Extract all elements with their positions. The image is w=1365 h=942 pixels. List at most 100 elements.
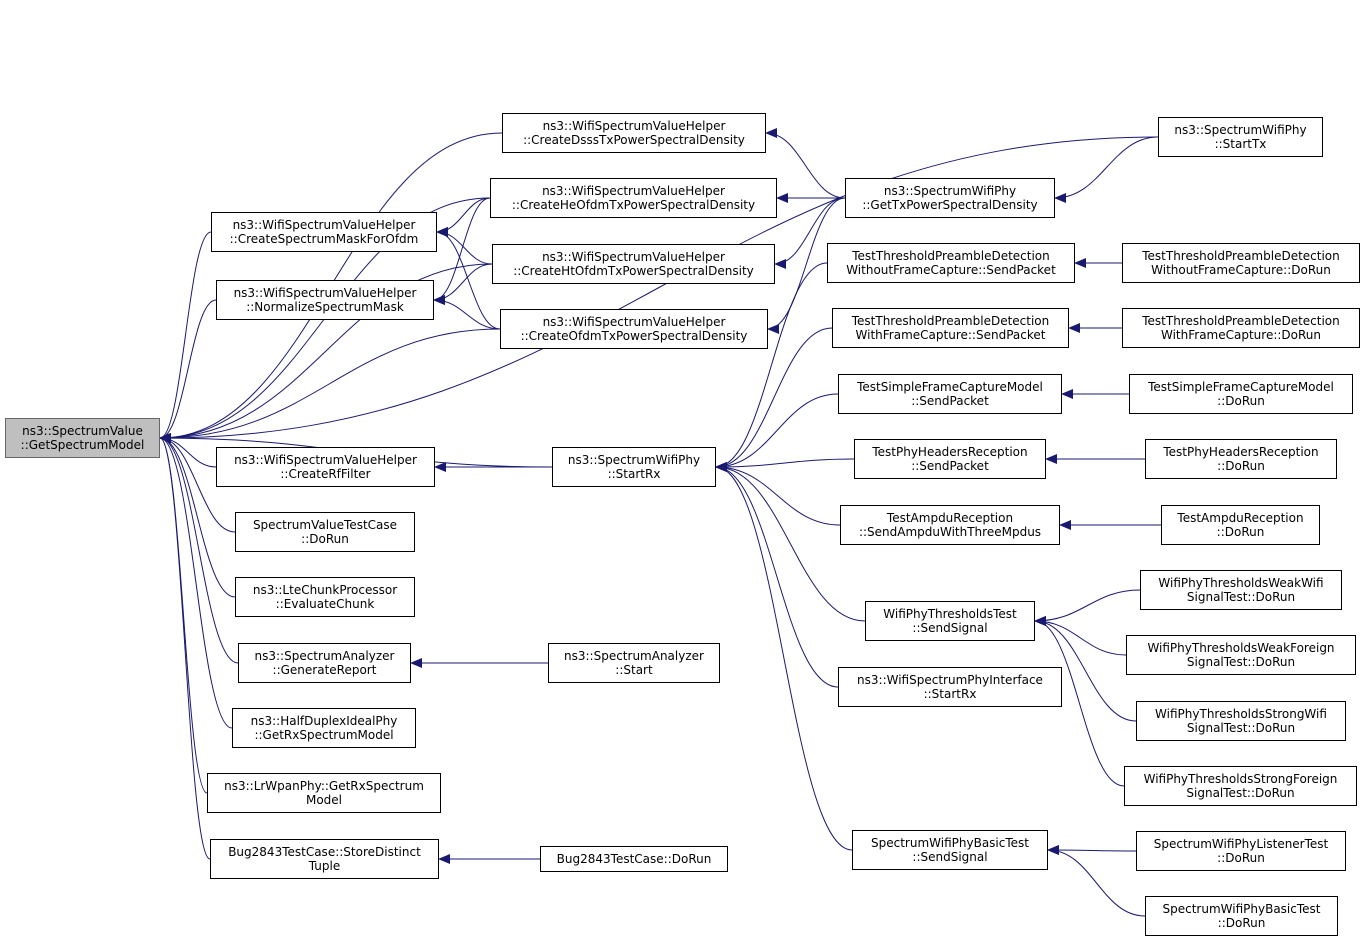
node-wifi-spectrum-phy-interface-start-rx[interactable]: ns3::WifiSpectrumPhyInterface ::StartRx	[838, 667, 1062, 707]
node-bug2843-do-run[interactable]: Bug2843TestCase::DoRun	[540, 846, 728, 872]
node-spectrum-wifi-phy-listener-test-do-run[interactable]: SpectrumWifiPhyListenerTest ::DoRun	[1136, 831, 1346, 871]
edge-bugStore-to-root	[159, 433, 211, 860]
node-lte-chunk-processor-evaluate-chunk[interactable]: ns3::LteChunkProcessor ::EvaluateChunk	[235, 577, 415, 617]
node-line2: ::CreateHeOfdmTxPowerSpectralDensity	[511, 198, 756, 212]
node-line2: ::SendPacket	[911, 459, 989, 473]
node-line1: TestAmpduReception	[886, 511, 1014, 525]
edge-getTxPsd-to-ofdm	[767, 197, 846, 334]
node-line2: ::DoRun	[1217, 394, 1265, 408]
edge-htOfdm-to-root	[159, 263, 493, 443]
node-line2: WithoutFrameCapture::SendPacket	[846, 263, 1056, 277]
node-line2: ::EvaluateChunk	[275, 597, 375, 611]
edge-analyzerReport-to-root	[159, 433, 239, 664]
node-create-he-ofdm-tx-power-spectral-density[interactable]: ns3::WifiSpectrumValueHelper ::CreateHeO…	[490, 178, 777, 218]
edge-phyInterfaceStartRx-to-startRx	[715, 462, 839, 688]
edge-ofdm-to-createSpectrumMask	[436, 227, 501, 330]
node-test-ampdu-reception-send[interactable]: TestAmpduReception ::SendAmpduWithThreeM…	[840, 505, 1060, 545]
node-test-phy-headers-reception-do-run[interactable]: TestPhyHeadersReception ::DoRun	[1145, 439, 1337, 479]
node-test-ampdu-reception-do-run[interactable]: TestAmpduReception ::DoRun	[1161, 505, 1320, 545]
node-line2: WithFrameCapture::DoRun	[1160, 328, 1322, 342]
node-line1: ns3::SpectrumAnalyzer	[254, 649, 395, 663]
node-line1: SpectrumValueTestCase	[252, 518, 398, 532]
node-line1: WifiPhyThresholdsStrongForeign	[1143, 772, 1338, 786]
node-line2: ::SendSignal	[912, 850, 988, 864]
node-line1: ns3::SpectrumWifiPhy	[567, 453, 701, 467]
node-line1: ns3::WifiSpectrumValueHelper	[234, 453, 417, 467]
node-line2: ::CreateHtOfdmTxPowerSpectralDensity	[513, 264, 754, 278]
node-line1: ns3::SpectrumWifiPhy	[1174, 123, 1307, 137]
edge-ampduSend-to-startRx	[715, 462, 841, 526]
node-line1: ns3::SpectrumAnalyzer	[564, 649, 704, 663]
node-line1: WifiPhyThresholdsWeakWifi	[1158, 576, 1324, 590]
node-spectrum-value-get-spectrum-model[interactable]: ns3::SpectrumValue ::GetSpectrumModel	[5, 418, 160, 458]
edge-listenerDoRun-to-basicSend	[1047, 845, 1137, 856]
node-line1: ns3::WifiSpectrumPhyInterface	[857, 673, 1043, 687]
node-test-threshold-preamble-detection-without-do-run[interactable]: TestThresholdPreambleDetection WithoutFr…	[1122, 243, 1360, 283]
node-line2: WithFrameCapture::SendPacket	[855, 328, 1046, 342]
edge-startTx-to-getTxPsd	[1054, 136, 1159, 203]
node-create-spectrum-mask-for-ofdm[interactable]: ns3::WifiSpectrumValueHelper ::CreateSpe…	[211, 212, 437, 252]
node-test-simple-frame-capture-send-packet[interactable]: TestSimpleFrameCaptureModel ::SendPacket	[838, 374, 1062, 414]
node-line2: WithoutFrameCapture::DoRun	[1151, 263, 1331, 277]
node-lr-wpan-phy-get-rx-spectrum-model[interactable]: ns3::LrWpanPhy::GetRxSpectrum Model	[207, 773, 441, 813]
node-line2: ::DoRun	[1217, 916, 1266, 930]
node-test-phy-headers-reception-send-packet[interactable]: TestPhyHeadersReception ::SendPacket	[854, 439, 1046, 479]
node-line2: ::GetSpectrumModel	[20, 438, 145, 452]
node-line2: SignalTest::DoRun	[1186, 655, 1296, 669]
node-create-ofdm-tx-power-spectral-density[interactable]: ns3::WifiSpectrumValueHelper ::CreateOfd…	[500, 309, 768, 349]
node-line1: ns3::HalfDuplexIdealPhy	[250, 714, 398, 728]
node-line1: WifiPhyThresholdsStrongWifi	[1155, 707, 1327, 721]
node-test-threshold-preamble-detection-with-do-run[interactable]: TestThresholdPreambleDetection WithFrame…	[1122, 308, 1360, 348]
node-bug2843-store-distinct-tuple[interactable]: Bug2843TestCase::StoreDistinct Tuple	[210, 839, 439, 879]
node-line1: Bug2843TestCase::StoreDistinct	[228, 845, 421, 859]
edge-heOfdm-to-normalizeMask	[433, 197, 491, 305]
edge-startTx-to-root	[159, 136, 1159, 443]
node-create-dsss-tx-power-spectral-density[interactable]: ns3::WifiSpectrumValueHelper ::CreateDss…	[502, 113, 766, 153]
node-weak-wifi-signal-test-do-run[interactable]: WifiPhyThresholdsWeakWifi SignalTest::Do…	[1140, 570, 1342, 610]
node-test-threshold-preamble-detection-with-send-packet[interactable]: TestThresholdPreambleDetection WithFrame…	[832, 308, 1069, 348]
node-spectrum-wifi-phy-basic-test-send-signal[interactable]: SpectrumWifiPhyBasicTest ::SendSignal	[852, 830, 1048, 870]
node-line1: TestAmpduReception	[1177, 511, 1304, 525]
node-test-simple-frame-capture-do-run[interactable]: TestSimpleFrameCaptureModel ::DoRun	[1129, 374, 1353, 414]
node-line1: WifiPhyThresholdsTest	[883, 607, 1017, 621]
node-line2: ::Start	[615, 663, 653, 677]
node-line2: ::DoRun	[1216, 525, 1265, 539]
node-spectrum-analyzer-start[interactable]: ns3::SpectrumAnalyzer ::Start	[548, 643, 720, 683]
node-strong-foreign-signal-test-do-run[interactable]: WifiPhyThresholdsStrongForeign SignalTes…	[1124, 766, 1357, 806]
edge-normalizeMask-to-root	[159, 299, 217, 443]
node-normalize-spectrum-mask[interactable]: ns3::WifiSpectrumValueHelper ::Normalize…	[216, 280, 434, 320]
node-line1: ns3::LteChunkProcessor	[252, 583, 398, 597]
node-spectrum-analyzer-generate-report[interactable]: ns3::SpectrumAnalyzer ::GenerateReport	[238, 643, 411, 683]
node-weak-foreign-signal-test-do-run[interactable]: WifiPhyThresholdsWeakForeign SignalTest:…	[1126, 635, 1356, 675]
edge-basicDoRun-to-basicSend	[1047, 845, 1146, 917]
node-get-tx-power-spectral-density[interactable]: ns3::SpectrumWifiPhy ::GetTxPowerSpectra…	[845, 178, 1055, 218]
edge-weakForeign-to-thrSend	[1034, 616, 1127, 656]
node-line2: ::CreateOfdmTxPowerSpectralDensity	[520, 329, 748, 343]
node-wifi-phy-thresholds-test-send-signal[interactable]: WifiPhyThresholdsTest ::SendSignal	[865, 601, 1035, 641]
node-strong-wifi-signal-test-do-run[interactable]: WifiPhyThresholdsStrongWifi SignalTest::…	[1136, 701, 1346, 741]
node-line1: ns3::WifiSpectrumValueHelper	[542, 250, 725, 264]
node-create-rf-filter[interactable]: ns3::WifiSpectrumValueHelper ::CreateRfF…	[216, 447, 435, 487]
node-line1: TestThresholdPreambleDetection	[1142, 249, 1340, 263]
edge-getTxPsd-to-dsss	[765, 128, 846, 199]
edge-tpdWithoutSend-to-startRx	[715, 262, 828, 472]
node-spectrum-value-test-case-do-run[interactable]: SpectrumValueTestCase ::DoRun	[235, 512, 415, 552]
node-spectrum-wifi-phy-start-rx[interactable]: ns3::SpectrumWifiPhy ::StartRx	[552, 447, 716, 487]
edge-htOfdm-to-createSpectrumMask	[436, 227, 493, 265]
edge-halfDuplex-to-root	[159, 433, 233, 729]
node-spectrum-wifi-phy-basic-test-do-run[interactable]: SpectrumWifiPhyBasicTest ::DoRun	[1145, 896, 1338, 936]
node-line2: ::GetTxPowerSpectralDensity	[862, 198, 1038, 212]
node-line1: TestThresholdPreambleDetection	[851, 314, 1050, 328]
node-line2: ::CreateSpectrumMaskForOfdm	[229, 232, 419, 246]
node-half-duplex-ideal-phy-get-rx-spectrum-model[interactable]: ns3::HalfDuplexIdealPhy ::GetRxSpectrumM…	[232, 708, 416, 748]
node-test-threshold-preamble-detection-without-send-packet[interactable]: TestThresholdPreambleDetection WithoutFr…	[827, 243, 1075, 283]
node-line1: ns3::LrWpanPhy::GetRxSpectrum	[224, 779, 424, 793]
node-line1: TestSimpleFrameCaptureModel	[857, 380, 1043, 394]
edge-tpdWithSend-to-startRx	[715, 327, 833, 472]
node-spectrum-wifi-phy-start-tx[interactable]: ns3::SpectrumWifiPhy ::StartTx	[1158, 117, 1323, 157]
node-line1: SpectrumWifiPhyListenerTest	[1153, 837, 1329, 851]
node-line1: SpectrumWifiPhyBasicTest	[871, 836, 1029, 850]
node-create-ht-ofdm-tx-power-spectral-density[interactable]: ns3::WifiSpectrumValueHelper ::CreateHtO…	[492, 244, 775, 284]
